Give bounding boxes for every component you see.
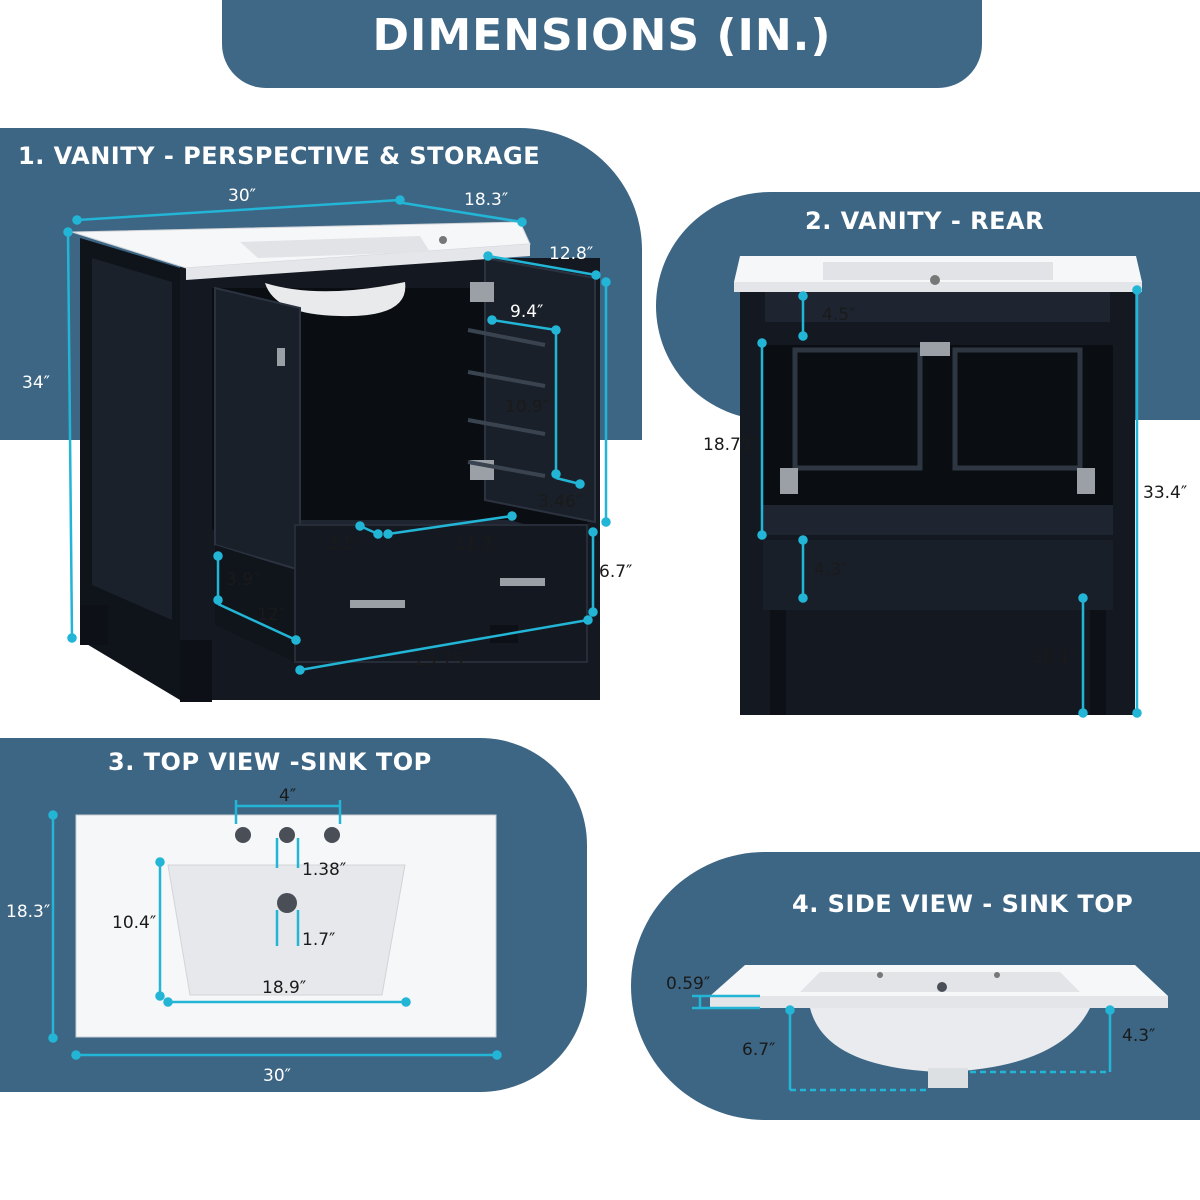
page-title: DIMENSIONS (IN.) [372,10,832,61]
dim-shelf-gap: 10.9″ [505,397,550,417]
sink-top-view-drawing [75,814,497,1038]
side-view-dimension-lines [692,994,1115,1092]
section-title-rear: 2. VANITY - REAR [805,207,1045,235]
top-view-dimension-lines [48,800,502,1060]
dim-basin-width: 18.9″ [262,978,307,998]
dim-hole-diameter: 1.38″ [302,860,347,880]
dim-rear-opening: 18.75″ [703,435,759,455]
dim-height: 34″ [22,373,50,393]
dim-top-depth: 18.3″ [6,902,51,922]
dim-door-bottom: 3.46″ [538,492,583,512]
vanity-rear-drawing [734,256,1142,715]
dim-rear-total: 33.4″ [1143,483,1188,503]
dim-bowl-depth: 4.3″ [1122,1026,1156,1046]
dim-width: 30″ [228,186,256,206]
dim-door-depth: 12.8″ [549,244,594,264]
section-title-top-view: 3. TOP VIEW -SINK TOP [108,748,432,776]
section-title-perspective: 1. VANITY - PERSPECTIVE & STORAGE [18,142,541,170]
title-banner [222,0,982,88]
rear-dimension-lines [757,285,1142,718]
dim-top-thickness: 0.59″ [666,974,711,994]
dim-faucet-spread: 4″ [279,786,297,806]
dim-basin-depth: 10.4″ [112,913,157,933]
dim-top-width: 30″ [263,1066,291,1086]
dim-rear-top-gap: 4.5″ [822,305,856,325]
dim-inner-width: 11.7″ [455,534,500,554]
dim-bowl-total: 6.7″ [742,1040,776,1060]
dim-drawer-front: 6.7″ [599,562,633,582]
dim-drawer-width: 25.75″ [415,650,471,670]
dim-depth: 18.3″ [464,190,509,210]
sink-side-view-drawing [710,965,1168,1088]
section-title-side-view: 4. SIDE VIEW - SINK TOP [792,890,1134,918]
dim-rear-leg: 10.1″ [1032,647,1077,667]
dim-inner-left: 3.5″ [328,534,362,554]
dim-drain: 1.7″ [302,930,336,950]
vanity-perspective-drawing [71,221,600,702]
dim-drawer-depth: 12″ [257,605,285,625]
dim-rear-bottom-panel: 4.3″ [814,560,848,580]
perspective-dimension-lines [63,195,611,675]
dim-shelf-depth: 9.4″ [510,302,544,322]
dim-drawer-height: 3.9″ [226,570,260,590]
